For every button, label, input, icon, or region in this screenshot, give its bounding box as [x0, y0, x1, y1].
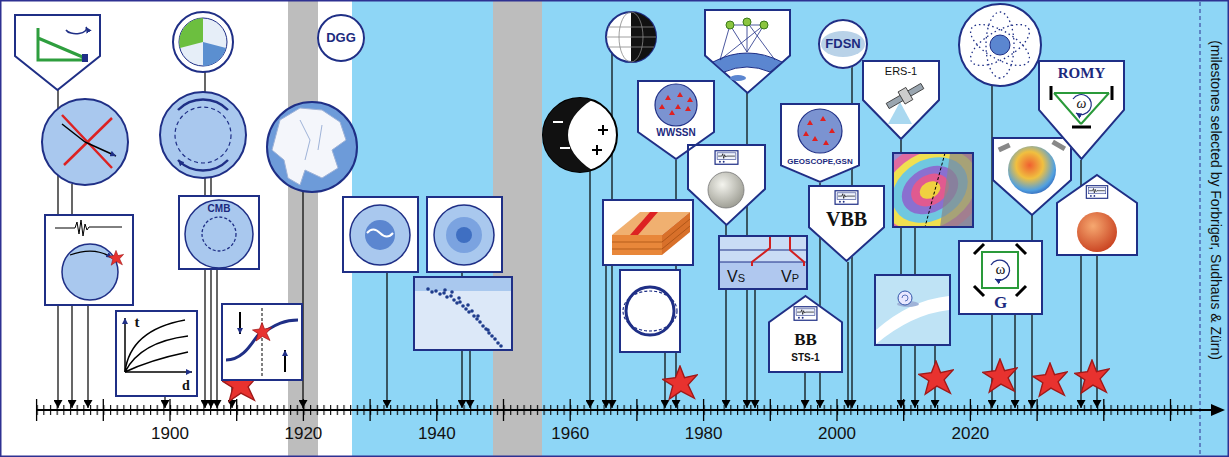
node-label: d — [182, 378, 190, 394]
node-label: ROMY — [1058, 65, 1106, 82]
cmb-box: CMB — [178, 195, 260, 270]
node-border — [809, 186, 884, 261]
instrument-pentagon: VBB — [808, 185, 885, 262]
milestone-icons — [15, 4, 1137, 397]
year-label: 1960 — [551, 424, 589, 444]
year-label: 2000 — [818, 424, 856, 444]
node-label: FDSN — [825, 37, 860, 52]
time-axis — [36, 399, 1225, 421]
node-border — [116, 311, 197, 396]
node-label: VBB — [826, 208, 867, 231]
node-outline — [780, 103, 860, 183]
node-label: G — [994, 293, 1007, 313]
satellite-pentagon: ERS-1 — [862, 60, 940, 140]
year-label: 1980 — [685, 424, 723, 444]
node-border — [769, 296, 842, 372]
earthquake-stars — [223, 359, 1109, 401]
node-border — [179, 196, 259, 269]
node-label: ω — [996, 261, 1006, 278]
node-label: VP — [781, 268, 799, 286]
romy-pentagon: ROMY ω — [1038, 60, 1125, 160]
velocity-box: VS VP — [718, 235, 808, 290]
fdsn-logo: FDSN — [818, 19, 868, 69]
node-border — [863, 61, 939, 139]
node-border — [318, 15, 364, 61]
node-border — [719, 236, 807, 289]
node-label: WWSSN — [656, 127, 695, 139]
node-label: t — [135, 314, 140, 331]
credit-note: (milestones selected by Forbriger, Sudha… — [1208, 40, 1224, 360]
year-label: 1900 — [151, 424, 189, 444]
node-label: BB — [794, 330, 817, 350]
node-label: ω — [1077, 96, 1087, 112]
leader-lines — [58, 53, 1097, 408]
node-border — [959, 241, 1042, 314]
year-label: 1920 — [284, 424, 322, 444]
instrument-pentagon: BB STS-1 — [768, 295, 843, 373]
node-label: GEOSCOPE,GSN — [787, 157, 852, 166]
node-border — [819, 20, 867, 68]
ring-laser-box: ωG — [958, 240, 1043, 315]
node-label: VS — [727, 268, 745, 286]
network-pentagon: WWSSN — [637, 80, 715, 160]
year-label: 2020 — [951, 424, 989, 444]
node-label: STS-1 — [791, 352, 819, 364]
node-border — [1039, 61, 1124, 159]
node-border — [781, 104, 859, 182]
node-label: DGG — [326, 31, 356, 46]
node-label: CMB — [208, 203, 231, 215]
network-pentagon: GEOSCOPE,GSN — [780, 103, 860, 183]
plot-box: td — [115, 310, 198, 397]
dgg-logo: DGG — [317, 14, 365, 62]
year-label: 1940 — [418, 424, 456, 444]
node-outline — [637, 80, 715, 160]
node-border — [638, 81, 714, 159]
node-label: ERS-1 — [885, 65, 917, 78]
